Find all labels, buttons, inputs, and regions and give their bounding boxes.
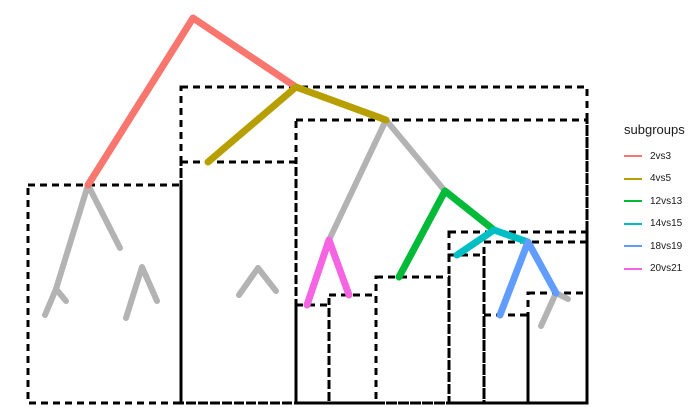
branch-2vs3 [84, 14, 300, 189]
legend-label: 20vs21 [650, 263, 683, 275]
legend-items: 2vs3 4vs5 12vs13 14vs15 18vs19 20vs21 [624, 145, 692, 280]
legend-key [624, 245, 642, 248]
branch-mid-leaf [236, 265, 279, 298]
subgroup-branches [84, 14, 560, 319]
box-mid-left [179, 160, 298, 405]
box-green-right [447, 230, 589, 405]
box-left-group [26, 183, 183, 405]
box-pink-right [327, 293, 378, 405]
branch-left-leaf-b [123, 264, 160, 321]
legend-item: 4vs5 [624, 168, 692, 191]
branch-left-lower [53, 182, 123, 292]
branch-right-leaf [538, 290, 571, 329]
subgroup-boxes [26, 85, 589, 405]
branch-12vs13 [395, 187, 498, 281]
legend-key [624, 177, 642, 180]
legend-label: 14vs15 [650, 218, 683, 230]
legend-item: 18vs19 [624, 235, 692, 258]
branch-left-leaf-a [42, 286, 69, 318]
legend-key [624, 267, 642, 270]
legend-key [624, 155, 642, 158]
legend-label: 4vs5 [650, 173, 672, 185]
box-pink-left [294, 303, 331, 405]
legend-item: 20vs21 [624, 258, 692, 281]
branch-20vs21 [303, 236, 353, 309]
legend-key [624, 200, 642, 203]
branch-4vs5 [204, 83, 390, 166]
legend-key [624, 222, 642, 225]
box-blue-left [482, 313, 530, 405]
box-green-left [374, 275, 451, 405]
legend-label: 18vs19 [650, 240, 683, 252]
legend-item: 2vs3 [624, 145, 692, 168]
legend: subgroups 2vs3 4vs5 12vs13 14vs15 18vs19… [624, 122, 692, 280]
box-blue-right [526, 291, 589, 405]
legend-item: 12vs13 [624, 190, 692, 213]
legend-label: 12vs13 [650, 195, 683, 207]
box-teal-right [482, 240, 589, 405]
legend-title: subgroups [624, 122, 685, 137]
legend-label: 2vs3 [650, 150, 672, 162]
legend-item: 14vs15 [624, 213, 692, 236]
branch-14vs15 [453, 226, 532, 259]
box-teal-left [447, 253, 486, 405]
branch-18vs19 [496, 238, 560, 319]
